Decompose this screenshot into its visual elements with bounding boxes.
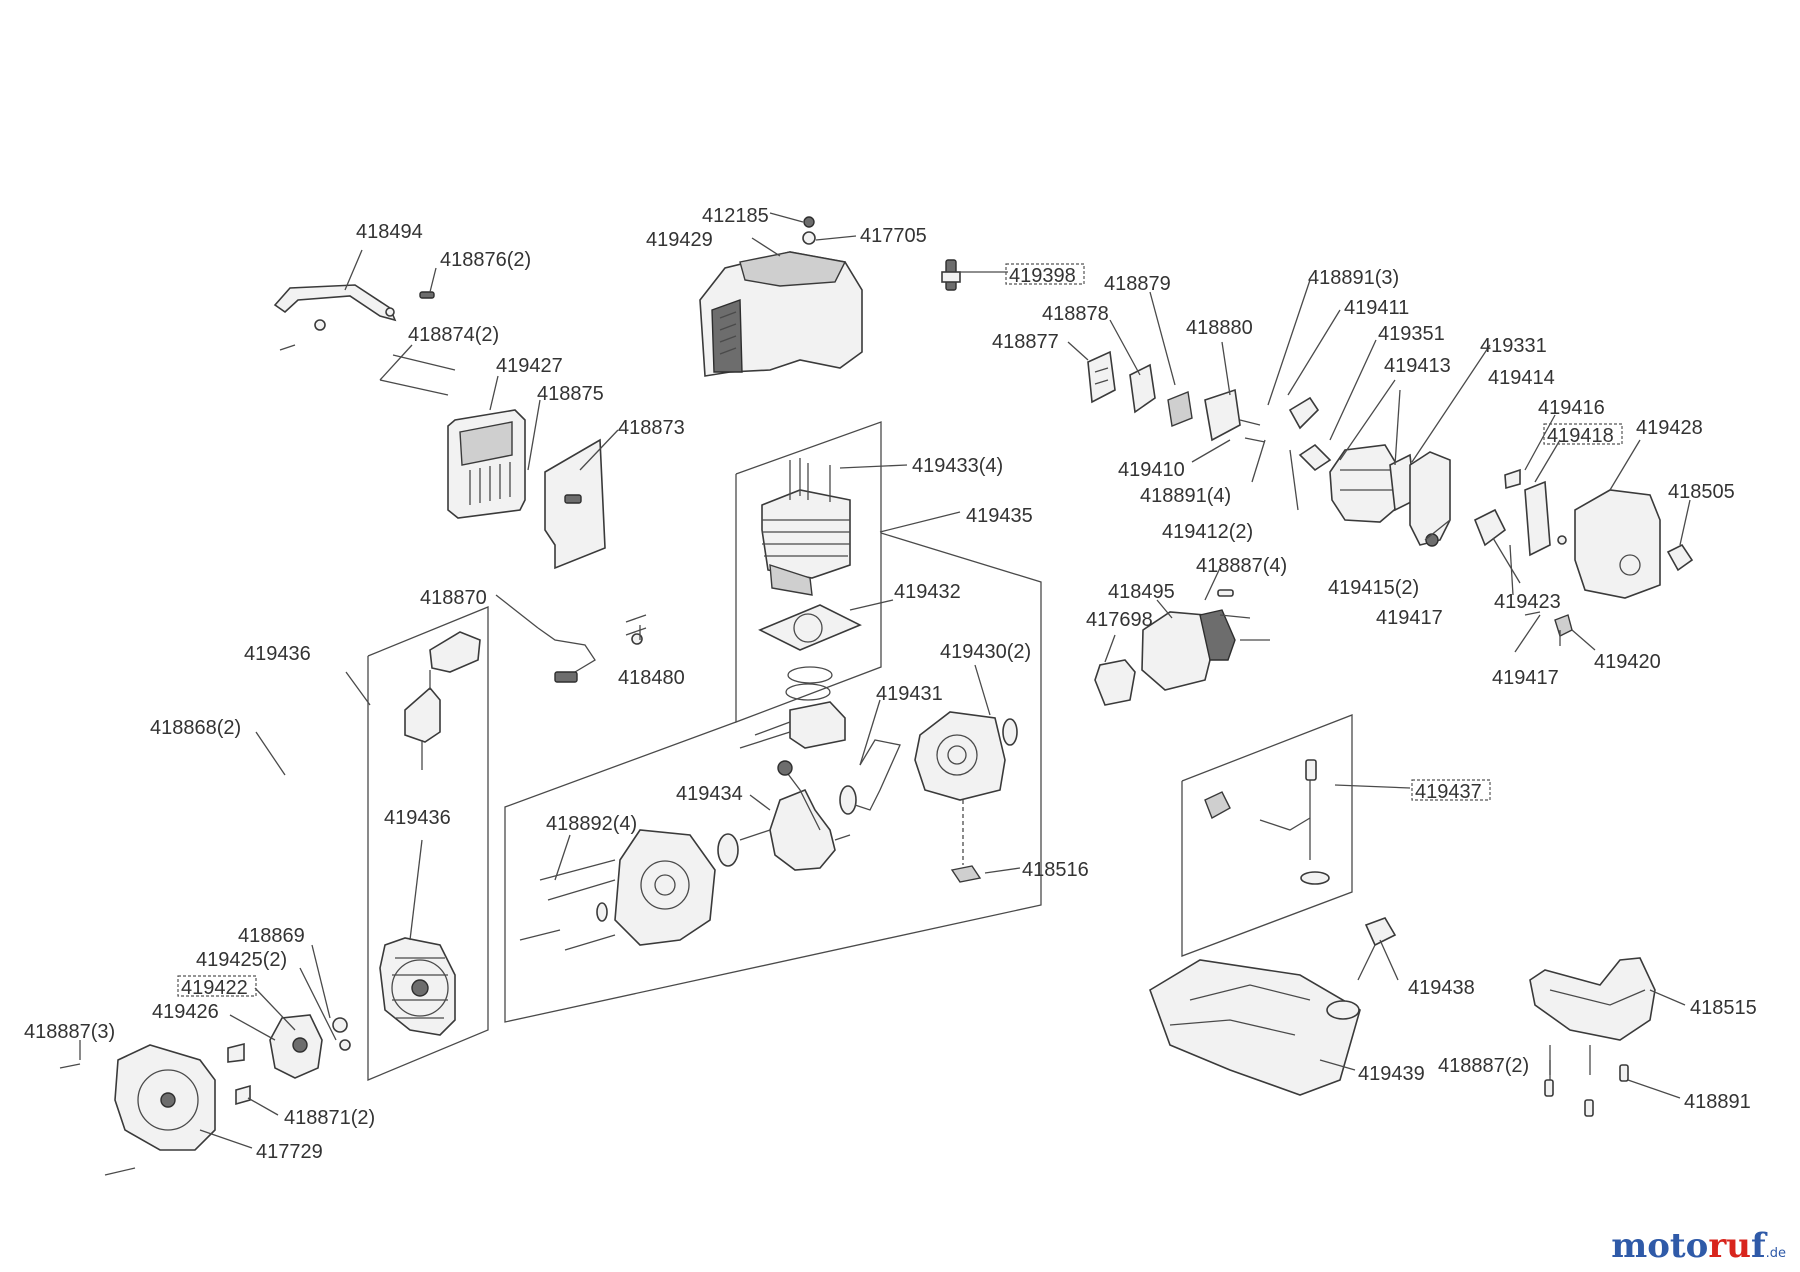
square-nut (950, 800, 982, 883)
label-418873: 418873 (618, 417, 685, 439)
label-419411: 419411 (1344, 297, 1409, 319)
label-418891-3: 418891(3) (1308, 267, 1399, 289)
label-418879: 418879 (1104, 273, 1171, 295)
label-417705: 417705 (860, 225, 927, 247)
label-419437: 419437 (1415, 781, 1482, 803)
brand-part-2: ru (1708, 1226, 1751, 1266)
intake-parts (1087, 350, 1320, 443)
label-419398: 419398 (1009, 265, 1076, 287)
label-419432: 419432 (894, 581, 961, 603)
label-419439: 419439 (1358, 1063, 1425, 1085)
label-418887-2: 418887(2) (1438, 1055, 1529, 1077)
tank-bracket (1529, 957, 1656, 1117)
air-filter-housing (1409, 451, 1694, 599)
starter-housing (59, 1044, 216, 1176)
brand-tld: .de (1765, 1246, 1786, 1261)
brand-part-1: moto (1611, 1226, 1709, 1266)
flywheel (379, 937, 456, 1036)
label-418891-4: 418891(4) (1140, 485, 1231, 507)
label-419438: 419438 (1408, 977, 1475, 999)
label-419423: 419423 (1494, 591, 1561, 613)
label-419428: 419428 (1636, 417, 1703, 439)
label-419430-2: 419430(2) (940, 641, 1031, 663)
label-419416: 419416 (1538, 397, 1605, 419)
label-419433-4: 419433(4) (912, 455, 1003, 477)
label-418515: 418515 (1690, 997, 1757, 1019)
label-418875: 418875 (537, 383, 604, 405)
carburetor (1298, 443, 1416, 523)
starter-assembly (227, 1014, 351, 1106)
label-419431: 419431 (876, 683, 943, 705)
primer-bulb (1524, 611, 1573, 637)
label-419435: 419435 (966, 505, 1033, 527)
recoil-starter (1094, 589, 1270, 706)
muffler-guard (273, 284, 435, 351)
brand-part-3: f (1750, 1226, 1766, 1266)
fuel-line (1204, 759, 1330, 885)
label-419351: 419351 (1378, 323, 1445, 345)
label-419412-2: 419412(2) (1162, 521, 1253, 543)
leader-lines (79, 212, 1691, 1149)
label-419414: 419414 (1488, 367, 1555, 389)
muffler (379, 354, 606, 570)
ignition-coil (404, 614, 647, 743)
label-419415-2: 419415(2) (1328, 577, 1419, 599)
frame-419398 (1005, 263, 1085, 285)
part-labels: 412185 419429 417705 419398 418494 41887… (24, 205, 1757, 1163)
label-418505: 418505 (1668, 481, 1735, 503)
label-419436-b: 419436 (384, 807, 451, 829)
label-418887-3: 418887(3) (24, 1021, 115, 1043)
label-418871-2: 418871(2) (284, 1107, 375, 1129)
label-418874-2: 418874(2) (408, 324, 499, 346)
cylinder (739, 458, 862, 749)
label-418891: 418891 (1684, 1091, 1751, 1113)
label-419418: 419418 (1547, 425, 1614, 447)
label-418480: 418480 (618, 667, 685, 689)
label-417729: 417729 (256, 1141, 323, 1163)
label-418870: 418870 (420, 587, 487, 609)
label-417698: 417698 (1086, 609, 1153, 631)
label-419436-a: 419436 (244, 643, 311, 665)
label-418887-4: 418887(4) (1196, 555, 1287, 577)
label-419425-2: 419425(2) (196, 949, 287, 971)
group-outlines (367, 421, 1353, 1081)
frame-419418 (1543, 423, 1623, 445)
label-418892-4: 418892(4) (546, 813, 637, 835)
label-419427: 419427 (496, 355, 563, 377)
cylinder-cover (699, 216, 863, 377)
label-419422: 419422 (181, 977, 248, 999)
crankcase (519, 711, 1018, 951)
label-418868-2: 418868(2) (150, 717, 241, 739)
label-419410: 419410 (1118, 459, 1185, 481)
label-419413: 419413 (1384, 355, 1451, 377)
label-418495: 418495 (1108, 581, 1175, 603)
label-419434: 419434 (676, 783, 743, 805)
label-419417-b: 419417 (1492, 667, 1559, 689)
label-418869: 418869 (238, 925, 305, 947)
label-419331: 419331 (1480, 335, 1547, 357)
crankshaft (717, 760, 857, 871)
label-412185: 412185 (702, 205, 769, 227)
spark-plug (941, 259, 961, 291)
label-418494: 418494 (356, 221, 423, 243)
label-418876-2: 418876(2) (440, 249, 531, 271)
label-418880: 418880 (1186, 317, 1253, 339)
label-419429: 419429 (646, 229, 713, 251)
fuel-tank (1149, 917, 1397, 1096)
label-418877: 418877 (992, 331, 1059, 353)
label-418516: 418516 (1022, 859, 1089, 881)
label-419417-a: 419417 (1376, 607, 1443, 629)
label-419426: 419426 (152, 1001, 219, 1023)
brand-logo: motoruf.de (1611, 1226, 1786, 1266)
label-418878: 418878 (1042, 303, 1109, 325)
label-419420: 419420 (1594, 651, 1661, 673)
frame-419437 (1411, 779, 1491, 801)
frame-419422 (177, 975, 257, 997)
